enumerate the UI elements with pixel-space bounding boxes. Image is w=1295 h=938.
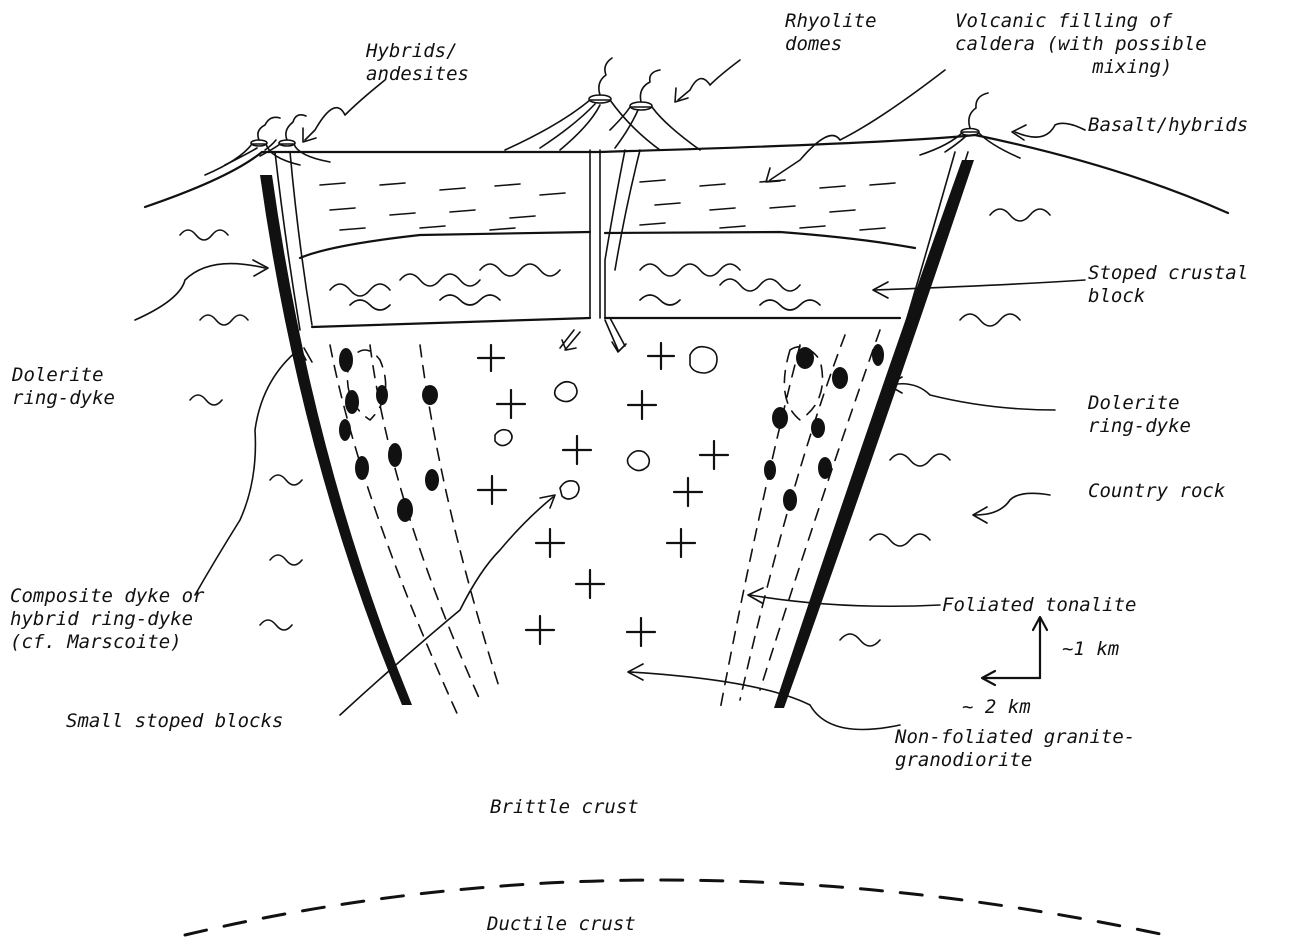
label-stoped-crustal-block: Stoped crustal block	[1088, 262, 1248, 308]
label-small-stoped-blocks: Small stoped blocks	[66, 710, 283, 733]
leader-arrows	[135, 60, 1085, 730]
label-brittle-crust: Brittle crust	[490, 796, 639, 819]
volcanic-fill-dashes	[320, 180, 895, 230]
label-dolerite-ring-dyke-right: Dolerite ring-dyke	[1088, 392, 1191, 438]
label-country-rock: Country rock	[1088, 480, 1225, 503]
label-dolerite-ring-dyke-left: Dolerite ring-dyke	[12, 364, 115, 410]
basalt-hybrid-volcano	[920, 93, 1020, 158]
label-volcanic-filling: Volcanic filling of caldera (with possib…	[955, 10, 1207, 79]
label-scale-vertical: ~1 km	[1062, 638, 1119, 661]
rhyolite-dome-volcanoes	[505, 58, 700, 150]
brittle-ductile-boundary	[185, 880, 1165, 935]
small-stoped-block-shapes	[495, 347, 717, 499]
label-basalt-hybrids: Basalt/hybrids	[1088, 114, 1248, 137]
label-non-foliated-granite: Non-foliated granite- granodiorite	[895, 726, 1135, 772]
stoped-block-squiggles	[330, 264, 820, 310]
label-composite-dyke: Composite dyke or hybrid ring-dyke (cf. …	[10, 585, 204, 654]
label-rhyolite-domes: Rhyolite domes	[785, 10, 877, 56]
label-hybrids-andesites: Hybrids/ andesites	[366, 40, 469, 86]
mafic-enclaves	[339, 344, 884, 522]
label-scale-horizontal: ~ 2 km	[962, 696, 1031, 719]
hybrid-andesite-volcanoes	[205, 115, 330, 175]
label-ductile-crust: Ductile crust	[487, 913, 636, 936]
scale-arrows	[982, 617, 1047, 685]
label-foliated-tonalite: Foliated tonalite	[942, 594, 1136, 617]
ground-surface	[145, 135, 1228, 213]
left-ring-dyke	[260, 175, 412, 705]
granite-crosses	[478, 343, 728, 646]
